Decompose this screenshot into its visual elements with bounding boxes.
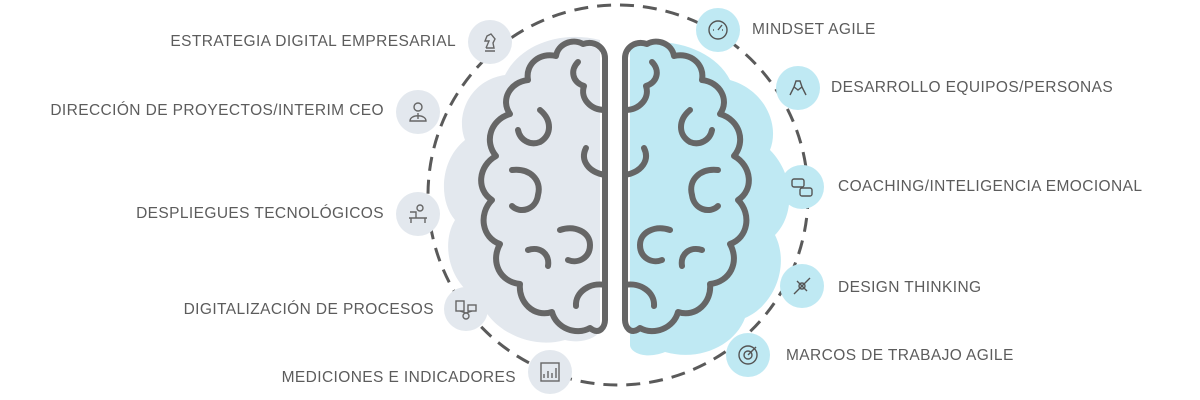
label-mindset-agile: MINDSET AGILE	[752, 21, 876, 38]
target-cycle-icon	[726, 333, 770, 377]
chat-bubbles-icon	[780, 165, 824, 209]
right-hemisphere-blob	[630, 41, 790, 356]
speedometer-icon	[696, 8, 740, 52]
left-hemisphere-blob	[443, 36, 600, 343]
label-despliegues: DESPLIEGUES TECNOLÓGICOS	[136, 205, 384, 222]
label-design-thinking: DESIGN THINKING	[838, 279, 982, 296]
label-coaching: COACHING/INTELIGENCIA EMOCIONAL	[838, 178, 1143, 195]
label-marcos: MARCOS DE TRABAJO AGILE	[786, 347, 1014, 364]
label-direccion: DIRECCIÓN DE PROYECTOS/INTERIM CEO	[50, 102, 384, 119]
team-hands-icon	[776, 66, 820, 110]
chess-knight-icon	[468, 20, 512, 64]
label-digitalizacion: DIGITALIZACIÓN DE PROCESOS	[183, 301, 434, 318]
analytics-chart-icon	[528, 350, 572, 394]
process-devices-icon	[444, 287, 488, 331]
executive-icon	[396, 90, 440, 134]
desk-worker-icon	[396, 192, 440, 236]
brain-outline	[478, 38, 752, 335]
label-desarrollo: DESARROLLO EQUIPOS/PERSONAS	[831, 79, 1114, 96]
label-estrategia: ESTRATEGIA DIGITAL EMPRESARIAL	[170, 33, 456, 50]
label-mediciones: MEDICIONES E INDICADORES	[281, 369, 516, 386]
design-tools-icon	[780, 264, 824, 308]
